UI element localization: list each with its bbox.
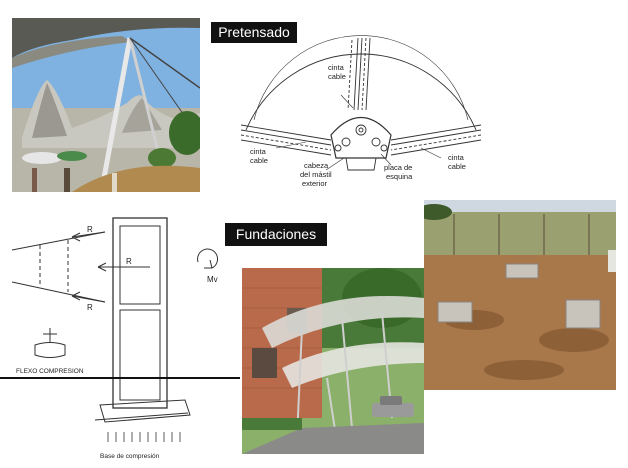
pretensado-text: Pretensado [218,24,290,40]
fundaciones-label: Fundaciones [225,223,327,246]
placa-label-1: placa de [384,163,412,172]
brick-building-canopy-photo [242,268,424,454]
cinta-left-label: cinta [250,147,267,156]
foundation-pads-photo [424,200,616,390]
cinta-right-label: cinta [448,153,465,162]
r-bottom-label: R [87,303,93,312]
r-top-label: R [87,225,93,234]
cabeza-label-2: del mástil [300,170,332,179]
r-mid-label: R [126,257,132,266]
cable-top-label: cable [328,72,346,81]
tensile-roof-photo [12,18,200,192]
foundation-force-diagram: R R R Mv FLEXO COMPRESION Base de compre… [0,210,240,463]
fundaciones-text: Fundaciones [235,226,317,242]
cinta-top-label: cinta [328,63,345,72]
mast-head-diagram: cinta cable cinta cable cabeza del másti… [236,30,486,200]
cable-left-label: cable [250,156,268,165]
placa-label-2: esquina [386,172,413,181]
flexo-label: FLEXO COMPRESION [16,368,84,375]
cabeza-label-1: cabeza [304,161,329,170]
cabeza-label-3: exterior [302,179,328,188]
cable-right-label: cable [448,162,466,171]
base-label: Base de compresión [100,453,160,460]
pretensado-label: Pretensado [211,22,297,43]
mv-label: Mv [207,275,218,284]
